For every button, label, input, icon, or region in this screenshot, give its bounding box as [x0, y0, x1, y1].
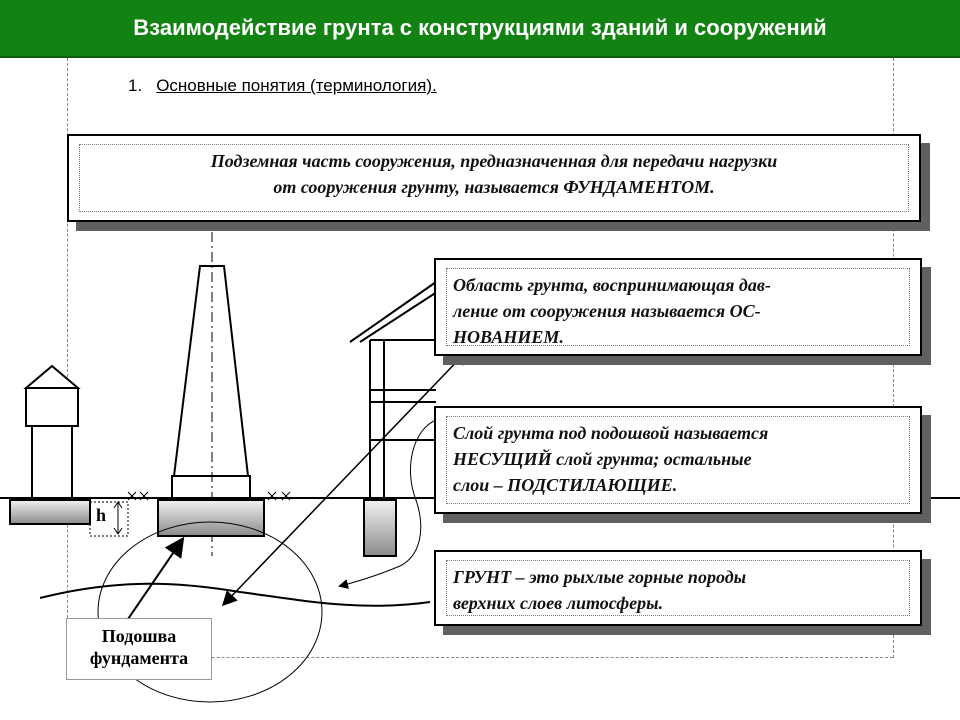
- section-number: 1.: [128, 76, 143, 95]
- base-definition-line-1: Область грунта, воспринимающая дав-: [453, 275, 771, 295]
- base-definition-box: Область грунта, воспринимающая дав- лени…: [434, 258, 922, 356]
- bearing-layer-definition-line-3: слои – ПОДСТИЛАЮЩИЕ.: [453, 475, 678, 495]
- soil-definition-line-1: ГРУНТ – это рыхлые горные породы: [453, 567, 747, 587]
- footing-pointer-arrow: [125, 536, 185, 623]
- bearing-layer-pointer: [338, 419, 437, 589]
- chimney-footing: [157, 499, 265, 537]
- soil-definition-text: ГРУНТ – это рыхлые горные породы верхних…: [446, 560, 910, 616]
- slide-title: Взаимодействие грунта с конструкциями зд…: [0, 0, 960, 58]
- frame-building: [349, 281, 441, 498]
- section-heading: 1. Основные понятия (терминология).: [128, 76, 437, 96]
- foundation-definition-text: Подземная часть сооружения, предназначен…: [79, 144, 909, 212]
- base-pointer-arrow: [221, 349, 469, 607]
- foundation-definition-box: Подземная часть сооружения, предназначен…: [67, 134, 921, 222]
- base-definition-line-3: НОВАНИЕМ.: [453, 327, 564, 347]
- foundation-definition-line-2: от сооружения грунту, называется ФУНДАМЕ…: [273, 177, 715, 197]
- chimney: [171, 265, 251, 499]
- bearing-layer-definition-line-1: Слой грунта под подошвой называется: [453, 423, 769, 443]
- small-building: [23, 364, 81, 499]
- frame-guide-bottom: [67, 657, 893, 658]
- soil-definition-box: ГРУНТ – это рыхлые горные породы верхних…: [434, 550, 922, 626]
- foundation-definition-line-1: Подземная часть сооружения, предназначен…: [210, 151, 778, 171]
- bearing-layer-definition-text: Слой грунта под подошвой называется НЕСУ…: [446, 416, 910, 504]
- frame-guide-left: [67, 58, 68, 658]
- footing-label: Подошва фундамента: [66, 618, 212, 680]
- bearing-layer-definition-line-2: НЕСУЩИЙ слой грунта; остальные: [453, 449, 752, 469]
- small-building-footing: [9, 499, 91, 525]
- depth-label: h: [96, 505, 107, 525]
- footing-label-line-2: фундамента: [89, 648, 189, 668]
- depth-dimension: [89, 501, 129, 537]
- frame-guide-right: [893, 58, 894, 658]
- base-soil-zone: [97, 521, 323, 703]
- soil-definition-line-2: верхних слоев литосферы.: [453, 593, 664, 613]
- base-definition-line-2: ление от сооружения называется ОС-: [453, 301, 761, 321]
- section-heading-text: Основные понятия (терминология).: [156, 76, 437, 95]
- base-definition-text: Область грунта, воспринимающая дав- лени…: [446, 268, 910, 347]
- frame-building-footing: [363, 499, 397, 557]
- footing-label-line-1: Подошва: [101, 626, 177, 646]
- bearing-layer-definition-box: Слой грунта под подошвой называется НЕСУ…: [434, 406, 922, 514]
